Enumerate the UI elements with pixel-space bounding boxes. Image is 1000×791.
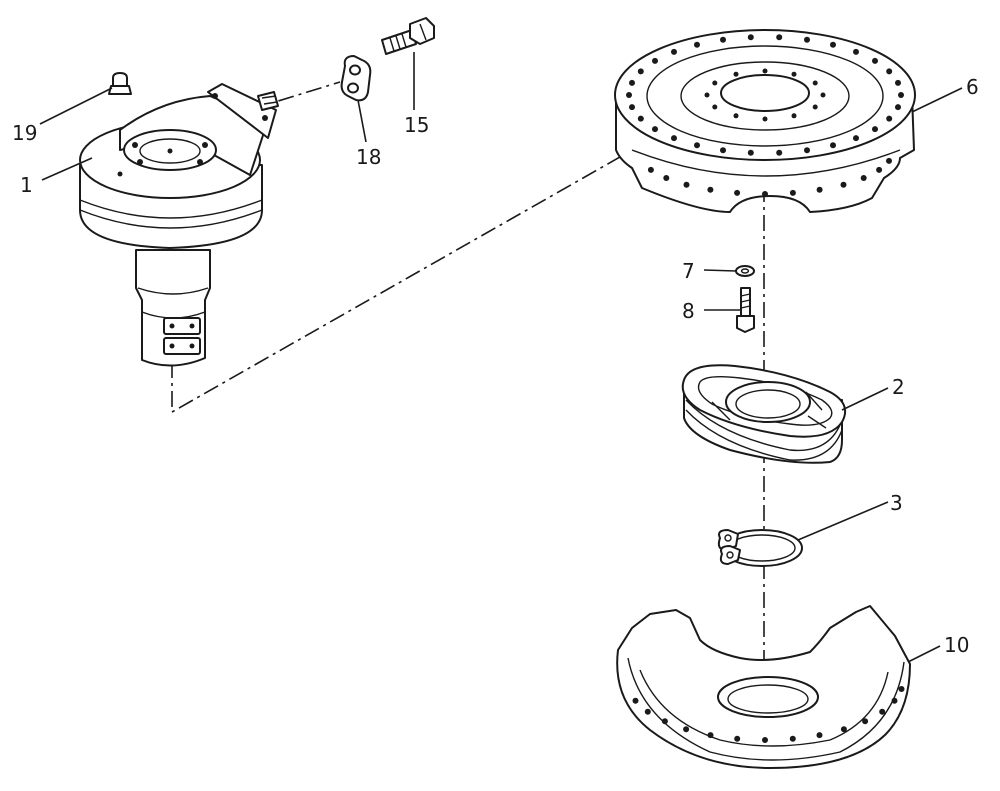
- bolt-hole: [626, 92, 632, 98]
- bolt-hole: [872, 126, 878, 133]
- bolt-hole: [776, 34, 783, 41]
- bolt-hole: [840, 726, 847, 733]
- bolt-hole: [734, 189, 741, 196]
- bolt-hole: [895, 104, 901, 111]
- bolt-hole: [886, 68, 893, 75]
- callout-3: 3: [890, 491, 903, 515]
- bolt-hole: [895, 79, 901, 86]
- bolt-hole: [853, 48, 859, 55]
- bolt-hole: [860, 175, 867, 181]
- bolt-hole: [876, 166, 883, 173]
- bolt-hole: [632, 697, 639, 704]
- guard-plate-holes: [632, 686, 905, 743]
- bolt-hole: [789, 189, 796, 196]
- bolt-hole: [804, 36, 810, 43]
- assembly-axes: [171, 70, 765, 700]
- bolt-hole: [762, 68, 768, 74]
- screw-part-8: [736, 287, 755, 333]
- bolt-hole: [694, 142, 700, 149]
- hub-part-2: [681, 364, 846, 464]
- bolt-hole: [879, 708, 886, 715]
- bolt-hole: [804, 147, 810, 154]
- callout-8: 8: [682, 299, 695, 323]
- bolt-hole: [812, 80, 818, 86]
- disc-part-6: [614, 29, 916, 213]
- bolt-hole: [734, 735, 741, 742]
- disc-bolt-holes: [626, 34, 904, 197]
- gearbox-to-disc-axis: [171, 74, 765, 414]
- bolt-hole: [707, 186, 714, 193]
- bolt-hole: [652, 57, 658, 64]
- gearbox-part-1: [79, 83, 279, 367]
- bolt-hole: [886, 115, 893, 122]
- bolt-hole: [671, 135, 677, 142]
- callout-1: 1: [20, 173, 33, 197]
- bolt-hole: [704, 92, 710, 98]
- bolt-hole: [644, 708, 651, 715]
- lock-plate-part-18: [340, 55, 372, 102]
- callout-labels: 19 1 18 15 6 7 8 2 3 10: [12, 75, 979, 657]
- bolt-hole: [812, 104, 818, 110]
- bolt-hole: [694, 41, 700, 48]
- bolt-hole: [853, 135, 859, 142]
- bolt-hole: [629, 79, 635, 86]
- leader-lines: [39, 52, 963, 663]
- bolt-hole: [712, 104, 718, 110]
- bolt-hole: [886, 157, 892, 164]
- bolt-hole: [776, 149, 783, 156]
- callout-18: 18: [356, 145, 381, 169]
- bolt-hole: [816, 186, 823, 193]
- bolt-hole: [830, 41, 836, 48]
- circlip-part-3: [717, 529, 803, 567]
- bolt-hole: [762, 737, 768, 743]
- bolt-hole: [733, 113, 739, 119]
- bolt-axis: [222, 81, 341, 119]
- bolt-hole: [872, 57, 878, 64]
- bolt-hole: [820, 92, 826, 98]
- bolt-hole: [862, 718, 869, 725]
- bolt-hole: [712, 80, 718, 86]
- bolt-hole: [661, 718, 668, 725]
- callout-19: 19: [12, 121, 37, 145]
- bolt-hole: [747, 149, 754, 156]
- bolt-hole: [637, 68, 644, 75]
- bolt-hole: [663, 175, 670, 181]
- bolt-hole: [840, 181, 847, 188]
- guard-plate-part-10: [616, 605, 911, 769]
- bolt-hole: [891, 697, 898, 704]
- bolt-hole: [647, 166, 654, 173]
- bolt-hole: [629, 104, 635, 111]
- washer-part-7: [735, 265, 755, 277]
- bolt-hole: [789, 735, 796, 742]
- callout-10: 10: [944, 633, 969, 657]
- bolt-hole: [683, 181, 690, 188]
- bolt-hole: [898, 92, 904, 98]
- bolt-hole: [671, 48, 677, 55]
- bolt-hole: [762, 116, 768, 122]
- bolt-hole: [720, 36, 726, 43]
- bolt-hole: [652, 126, 658, 133]
- bolt-hole: [830, 142, 836, 149]
- grease-nipple-part-19: [108, 72, 132, 95]
- bolt-hole: [816, 732, 823, 739]
- bolt-hole: [791, 113, 797, 119]
- bolt-hole: [720, 147, 726, 154]
- bolt-hole: [733, 71, 739, 77]
- callout-6: 6: [966, 75, 979, 99]
- bolt-hole: [707, 732, 714, 739]
- callout-7: 7: [682, 259, 695, 283]
- bolt-hole: [898, 686, 905, 692]
- bolt-part-15: [381, 17, 435, 55]
- bolt-hole: [762, 191, 768, 197]
- bolt-hole: [791, 71, 797, 77]
- bolt-hole: [637, 115, 644, 122]
- callout-2: 2: [892, 375, 905, 399]
- bolt-hole: [683, 726, 690, 733]
- callout-15: 15: [404, 113, 429, 137]
- bolt-hole: [747, 34, 754, 41]
